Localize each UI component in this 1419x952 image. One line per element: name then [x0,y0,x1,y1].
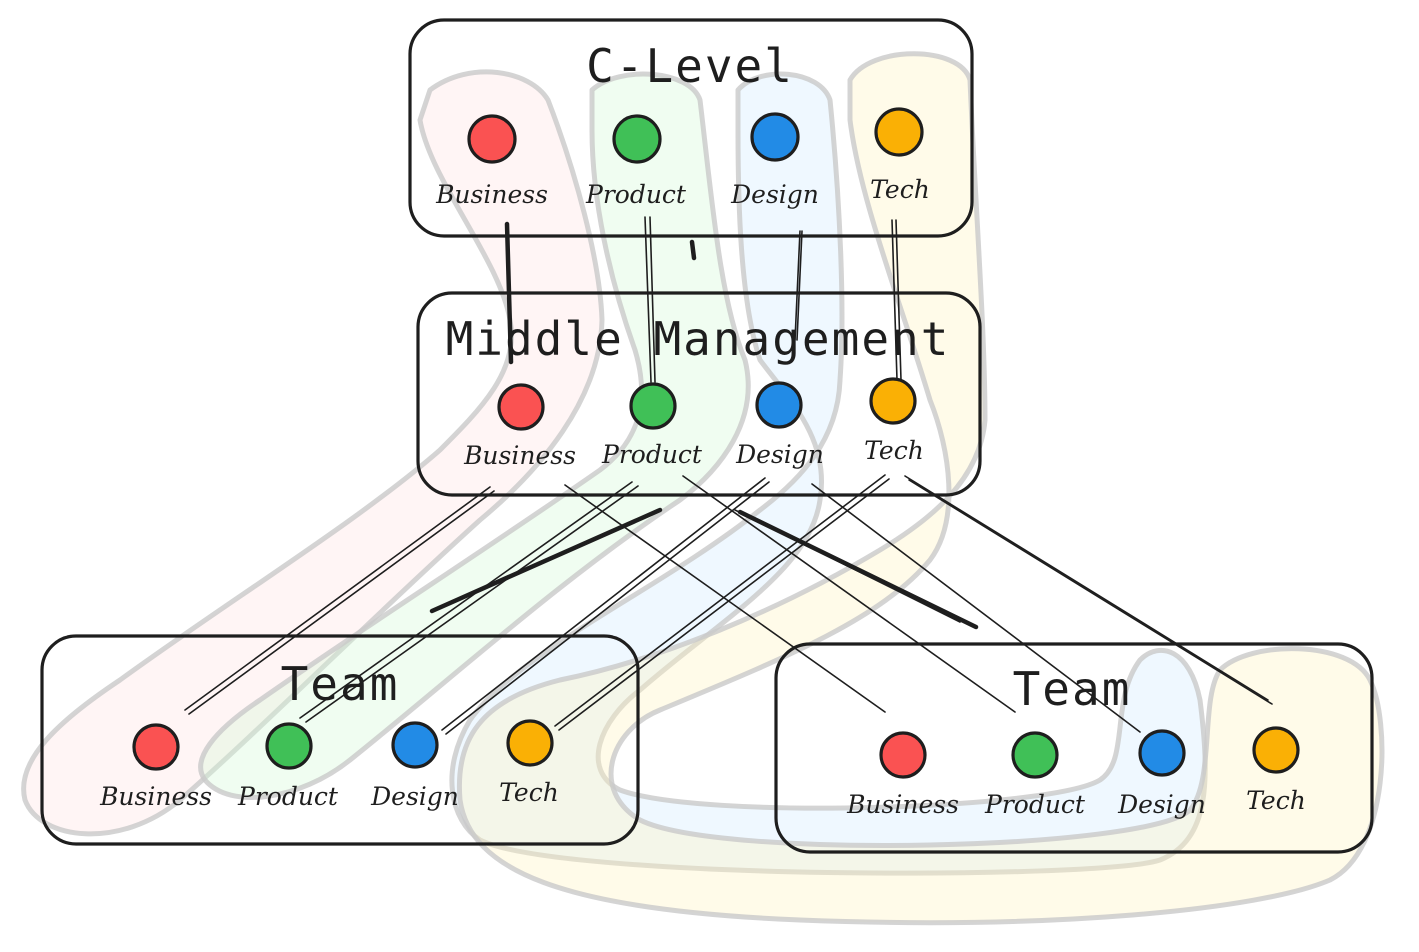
connector [429,507,663,614]
node-label: Tech [870,175,930,204]
connector [734,509,961,623]
node-label: Business [463,441,576,470]
connector [184,486,491,711]
connector [794,230,801,341]
node-label: Business [846,790,959,819]
group-box-team-left [40,634,640,846]
group-box-middle-management [416,291,982,497]
product-node [1011,731,1059,779]
design-node [755,381,803,429]
connector [737,509,979,630]
design-node [1138,729,1186,777]
nodes-team-left: Business Product Design Tech [99,719,559,811]
group-title: Middle Management [446,312,951,366]
design-node [750,112,800,162]
group-box-c-level [408,18,974,238]
nodes-c-level: Business Product Design Tech [435,107,930,209]
connector [904,475,1269,701]
nodes-middle-management: Business Product Design Tech [463,377,924,470]
connector [441,477,766,731]
connector [682,475,1016,713]
node-label: Design [730,180,819,209]
connector [811,483,1141,733]
tech-node [874,107,924,157]
product-node [265,722,313,770]
connector [891,219,898,381]
node-label: Tech [864,436,924,465]
group-box-team-right [774,642,1374,854]
connector [644,216,652,383]
tech-node [506,719,554,767]
node-label: Product [585,180,687,209]
group-title: Team [1013,662,1132,716]
connector [305,485,639,723]
node-label: Business [99,782,212,811]
group-title: Team [281,657,400,711]
product-node [629,382,677,430]
node-label: Tech [499,778,559,807]
connector [299,481,633,719]
node-label: Tech [1246,786,1306,815]
node-label: Design [370,782,459,811]
connector [649,216,656,383]
tech-node [1252,726,1300,774]
business-node [467,114,517,164]
connector [689,239,697,261]
connector [558,478,890,731]
groups: C-Level Middle Management Team Team [40,18,1374,854]
node-label: Business [435,180,548,209]
connector [895,219,902,381]
discipline-bands [21,51,1385,926]
connector [796,230,803,341]
node-label: Product [237,782,339,811]
node-label: Product [601,440,703,469]
connector [554,474,886,727]
connector [188,490,495,715]
business-node [497,383,545,431]
design-node [391,721,439,769]
node-label: Design [735,440,824,469]
nodes-team-right: Business Product Design Tech [846,726,1306,819]
connector [908,479,1273,705]
connector [564,484,886,713]
node-label: Design [1117,790,1206,819]
business-band [21,69,605,837]
node-label: Product [984,790,1086,819]
product-node [612,114,662,164]
tech-node [869,377,917,425]
business-node [879,731,927,779]
connections [184,216,1273,735]
group-title: C-Level [586,39,794,93]
business-node [132,723,180,771]
connector [445,481,770,735]
